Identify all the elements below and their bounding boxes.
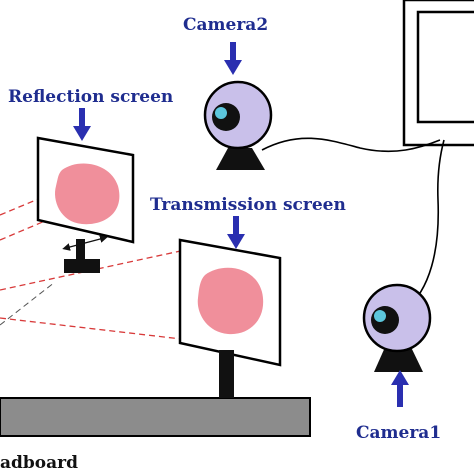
transmission-arrow: [227, 216, 245, 249]
camera2: [203, 80, 273, 170]
label-arrows: [73, 42, 409, 407]
reflection-base: [64, 259, 100, 273]
camera1-label: Camera1: [356, 423, 441, 443]
reflection-post: [76, 239, 85, 261]
camera1-lens: [371, 306, 399, 334]
monitor-screen: [416, 10, 474, 124]
computer-monitor: [402, 0, 474, 147]
camera1: [362, 283, 432, 372]
camera1-cable: [404, 139, 445, 311]
reflection-screen-label: Reflection screen: [8, 87, 173, 107]
camera2-lens-highlight: [215, 107, 227, 119]
gray-beam: [0, 281, 56, 326]
camera2-cable: [261, 137, 441, 153]
camera1-arrow: [391, 370, 409, 407]
transmission-screen: [178, 238, 282, 398]
transmission-screen-label: Transmission screen: [150, 195, 346, 215]
transmission-post: [219, 350, 234, 398]
camera-cables: [261, 137, 445, 311]
camera2-lens: [212, 103, 240, 131]
camera2-stand: [216, 148, 265, 170]
reflection-screen: [36, 136, 135, 273]
rotation-arrow: [62, 235, 108, 251]
breadboard: [0, 397, 311, 437]
camera2-arrow: [224, 42, 242, 75]
camera1-lens-highlight: [374, 310, 386, 322]
breadboard-label: adboard: [0, 453, 78, 473]
reflection-spot: [55, 163, 120, 225]
camera2-label: Camera2: [183, 15, 268, 35]
camera1-stand: [374, 345, 423, 372]
beam-to-transmission-lower: [0, 317, 191, 341]
reflection-arrow: [73, 108, 91, 141]
transmission-spot: [197, 267, 264, 335]
